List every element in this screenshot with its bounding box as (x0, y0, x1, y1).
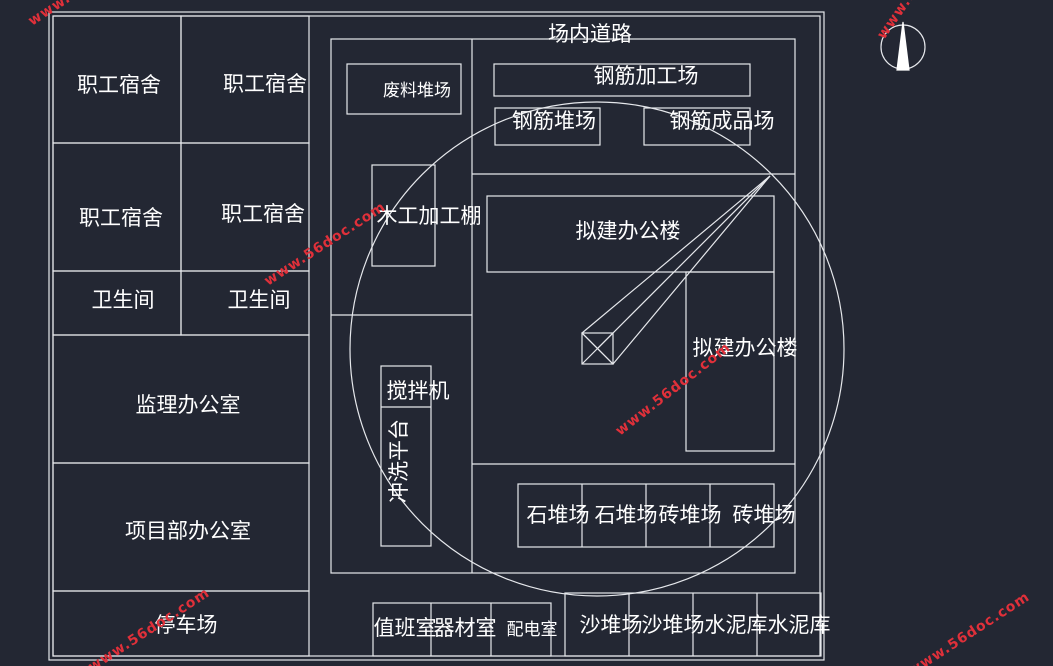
waste-yard-label: 废料堆场 (383, 81, 451, 101)
equipment-room-label: 器材室 (434, 616, 497, 640)
watermark: www.56doc.com (874, 0, 968, 42)
brick-yard-1-label: 砖堆场 (659, 503, 722, 527)
road-label: 场内道路 (548, 22, 632, 46)
stone-yard-2-label: 石堆场 (595, 503, 658, 527)
power-room-label: 配电室 (507, 620, 558, 640)
rebar-product-yard-block (643, 107, 751, 146)
service-rooms-block (372, 602, 552, 657)
crane-jib-axis (596, 175, 771, 350)
duty-room-label: 值班室 (374, 616, 437, 640)
sand-yard-2-label: 沙堆场 (642, 613, 705, 637)
crane-base (581, 332, 614, 365)
parking-block (52, 590, 310, 657)
carpentry-shed-block (371, 164, 436, 267)
stone-yard-1-label: 石堆场 (527, 503, 590, 527)
site-boundary-outer (48, 11, 825, 661)
wc-2-label: 卫生间 (228, 288, 291, 312)
rebar-product-yard-label: 钢筋成品场 (670, 109, 775, 133)
watermark: www.56doc.com (25, 0, 152, 29)
cement-store-1-label: 水泥库 (705, 613, 768, 637)
mixer-label: 搅拌机 (387, 379, 450, 403)
wash-platform-label: 冲洗平台 (387, 419, 411, 503)
supervision-office-label: 监理办公室 (136, 393, 241, 417)
watermark: www.56doc.com (905, 589, 1032, 666)
waste-yard-block (346, 63, 462, 115)
sand-yard-1-label: 沙堆场 (580, 613, 643, 637)
rebar-yard-label: 钢筋堆场 (512, 109, 596, 133)
project-office-label: 项目部办公室 (125, 519, 251, 543)
dorm-1-label: 职工宿舍 (77, 73, 161, 97)
building-right-block (685, 271, 775, 452)
building-top-label: 拟建办公楼 (576, 219, 681, 243)
dorm-3-label: 职工宿舍 (79, 206, 163, 230)
watermark: www.56doc.com (613, 339, 734, 439)
rebar-processing-block (493, 63, 751, 97)
dorm-4-label: 职工宿舍 (221, 202, 305, 226)
construction-zone (330, 38, 796, 574)
building-right-label: 拟建办公楼 (693, 336, 798, 360)
crane-radius-circle (349, 101, 845, 597)
building-top-block (486, 195, 775, 273)
carpentry-shed-label: 木工加工棚 (377, 204, 482, 228)
parking-label: 停车场 (155, 613, 218, 637)
rebar-processing-label: 钢筋加工场 (594, 64, 699, 88)
rebar-yard-block (494, 107, 601, 146)
brick-yard-2-label: 砖堆场 (733, 503, 796, 527)
wc-1-label: 卫生间 (92, 288, 155, 312)
cement-store-2-label: 水泥库 (768, 613, 831, 637)
north-arrow-icon (896, 21, 910, 71)
dorm-2-label: 职工宿舍 (223, 72, 307, 96)
mixer-wash-block (380, 365, 432, 547)
